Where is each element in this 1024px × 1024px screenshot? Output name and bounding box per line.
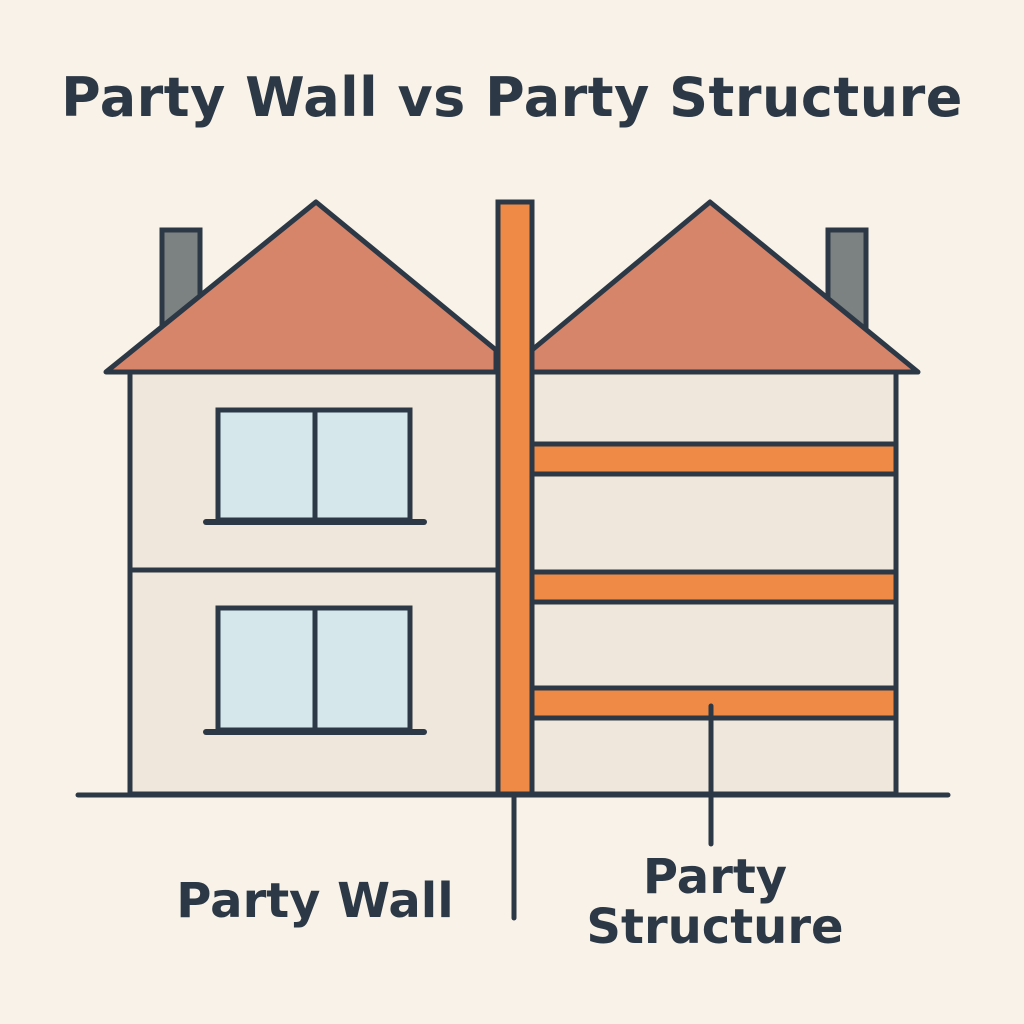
party-structure-label-line2: Structure xyxy=(586,899,844,955)
diagram-title: Party Wall vs Party Structure xyxy=(61,66,963,129)
floor-slab-middle xyxy=(529,569,899,605)
left-lower-window xyxy=(203,605,427,735)
party-wall xyxy=(495,199,535,797)
floor-slab-lower xyxy=(529,685,899,721)
left-upper-window xyxy=(203,407,427,525)
party-wall-label: Party Wall xyxy=(176,873,454,929)
right-house xyxy=(529,199,921,797)
party-structure-label-line1: Party xyxy=(642,849,788,905)
floor-slab-upper xyxy=(529,441,899,477)
left-house xyxy=(103,199,501,797)
party-structure-label: Party Structure xyxy=(570,852,860,952)
